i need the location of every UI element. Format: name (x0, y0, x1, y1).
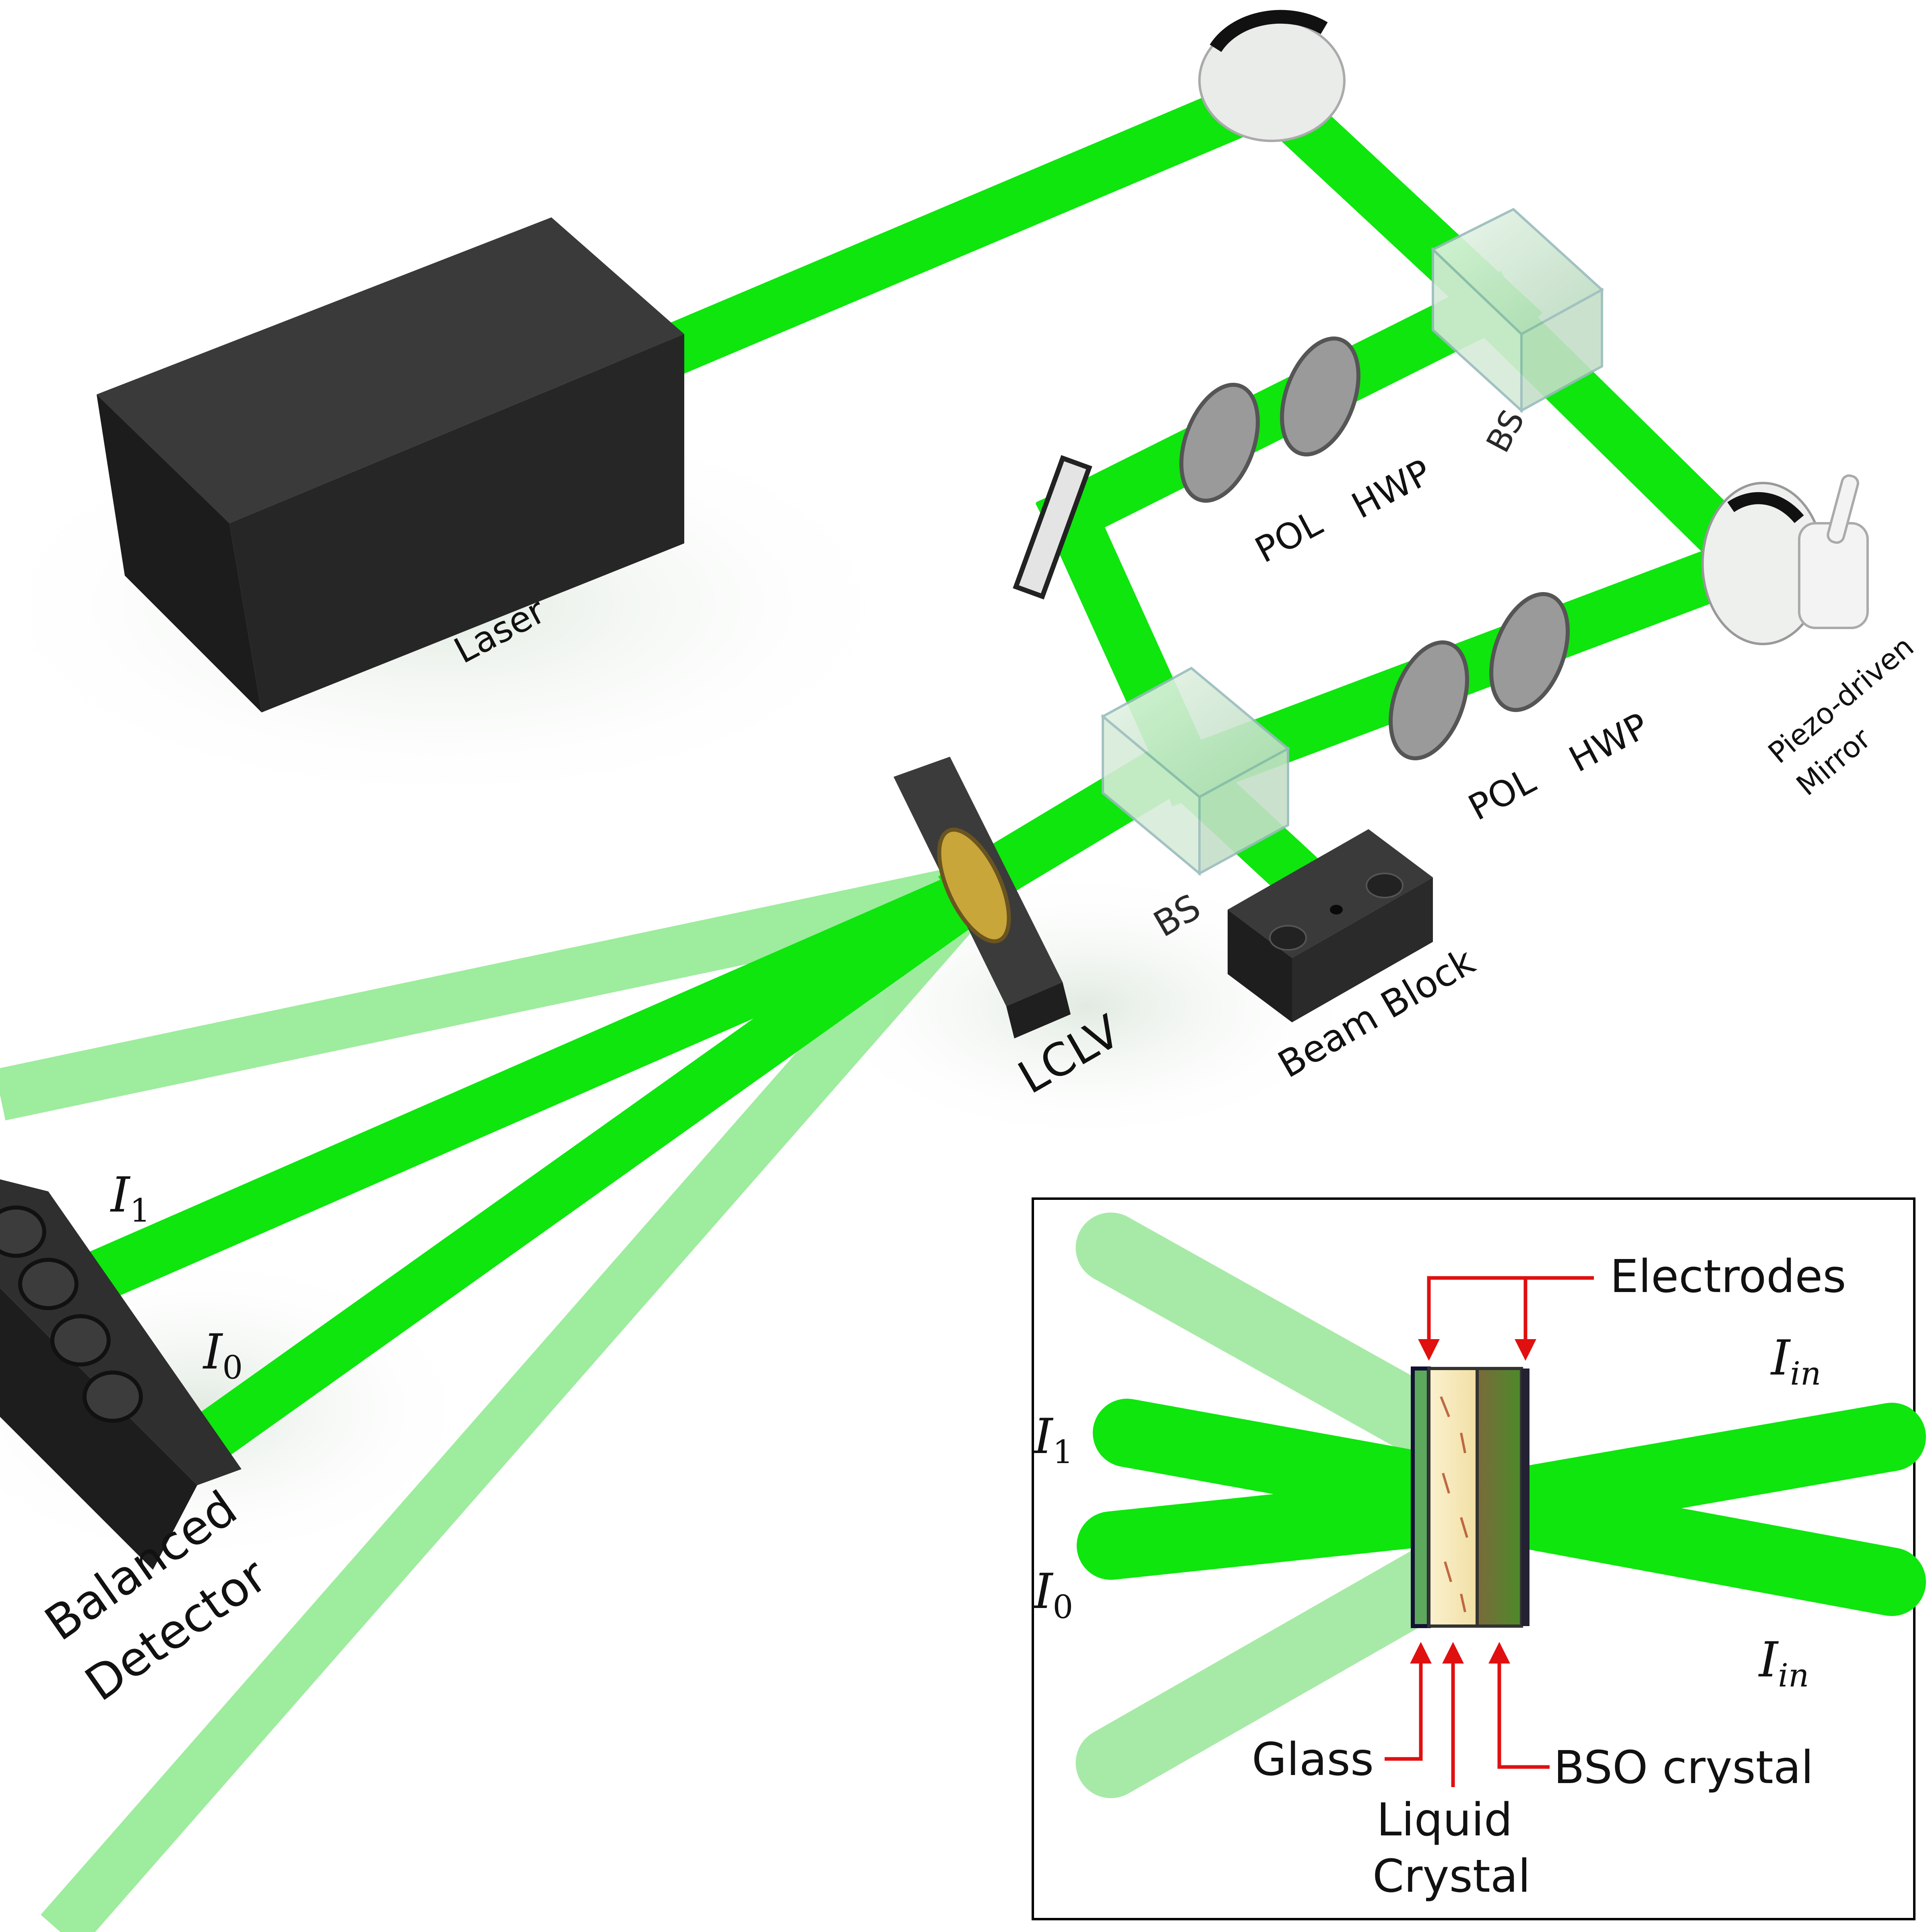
hwp-bottom-label: HWP (1563, 705, 1655, 780)
inset-bso-label: BSO crystal (1554, 1742, 1814, 1794)
pol-top-label: POL (1249, 502, 1329, 571)
inset-liquid-label-line1: Liquid (1377, 1794, 1513, 1846)
beam-bs-to-left-mirror (1035, 270, 1525, 551)
bs-bottom-cube: BS (1100, 667, 1290, 945)
beam-laser-to-mirror (609, 62, 1307, 397)
lclv-inset: Electrodes I1 I0 Iin Iin Glass Liquid Cr… (1032, 1197, 1926, 1920)
inset-electrodes-label: Electrodes (1610, 1251, 1846, 1303)
hwp-top-label: HWP (1345, 451, 1438, 527)
piezo-mirror: Piezo-driven Mirror (1701, 474, 1920, 802)
i1-label: I1 (110, 1167, 150, 1229)
beam-i1 (74, 859, 1009, 1307)
inset-iin-top-label: Iin (1770, 1330, 1821, 1392)
i0-label: I0 (202, 1324, 243, 1386)
pol-bottom-label: POL (1462, 760, 1542, 828)
inset-bso-crystal (1476, 1367, 1523, 1628)
faint-beams (0, 864, 994, 1932)
inset-iin-bottom-label: Iin (1758, 1632, 1809, 1694)
bs-top-label: BS (1479, 404, 1532, 458)
inset-glass-left (1411, 1366, 1431, 1628)
inset-liquid-crystal (1427, 1367, 1479, 1628)
beam-i0 (169, 857, 1011, 1478)
bs-top-cube: BS (1430, 208, 1604, 458)
inset-liquid-label-line2: Crystal (1373, 1850, 1531, 1903)
inset-glass-label: Glass (1252, 1734, 1374, 1786)
inset-electrode-right (1521, 1368, 1530, 1626)
top-corner-mirror (1198, 10, 1346, 142)
left-fold-mirror (1013, 455, 1092, 600)
inset-i0-label: I0 (1033, 1564, 1073, 1626)
inset-i1-label: I1 (1033, 1409, 1073, 1471)
